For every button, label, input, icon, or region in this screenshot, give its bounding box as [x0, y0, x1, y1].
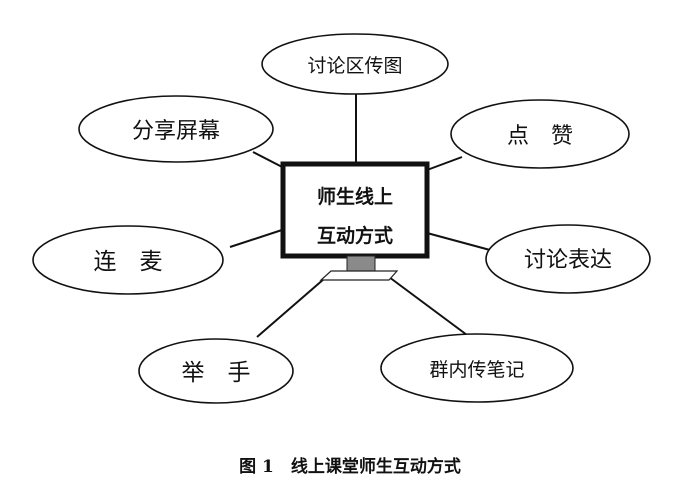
node-right-ellipse	[485, 224, 651, 294]
connector-lines	[229, 92, 491, 338]
node-bottom-left-label: 举 手	[182, 360, 251, 386]
figure-caption: 图 1 线上课堂师生互动方式	[0, 452, 700, 477]
node-left-label: 连 麦	[94, 249, 163, 275]
node-top-left-ellipse	[78, 95, 274, 163]
caption-number: 图 1	[239, 457, 274, 477]
connector-left	[229, 227, 289, 248]
center-label-line1: 师生线上	[317, 185, 393, 208]
monitor-frame	[280, 161, 430, 259]
node-left-ellipse	[32, 225, 224, 295]
node-top-right-ellipse	[450, 99, 630, 169]
node-bottom-right-label: 群内传笔记	[429, 359, 524, 381]
node-right-label: 讨论表达	[524, 248, 612, 273]
node-bottom-right-ellipse	[380, 333, 574, 403]
node-top-right-label: 点 赞	[507, 124, 573, 149]
connector-bottom-left	[256, 271, 333, 338]
center-monitor	[280, 161, 430, 281]
center-label-line2: 互动方式	[317, 224, 393, 247]
connector-right	[426, 232, 491, 251]
node-top-left-label: 分享屏幕	[132, 119, 220, 144]
node-top-ellipse	[261, 33, 449, 95]
monitor-neck	[346, 255, 376, 272]
monitor-base	[319, 270, 399, 281]
connector-bottom-right	[388, 276, 468, 336]
caption-title: 线上课堂师生互动方式	[290, 457, 461, 477]
node-top-label: 讨论区传图	[307, 55, 402, 77]
node-bottom-left-ellipse	[138, 338, 294, 404]
connector-top-right	[426, 156, 463, 171]
topic-ellipses	[32, 33, 651, 404]
